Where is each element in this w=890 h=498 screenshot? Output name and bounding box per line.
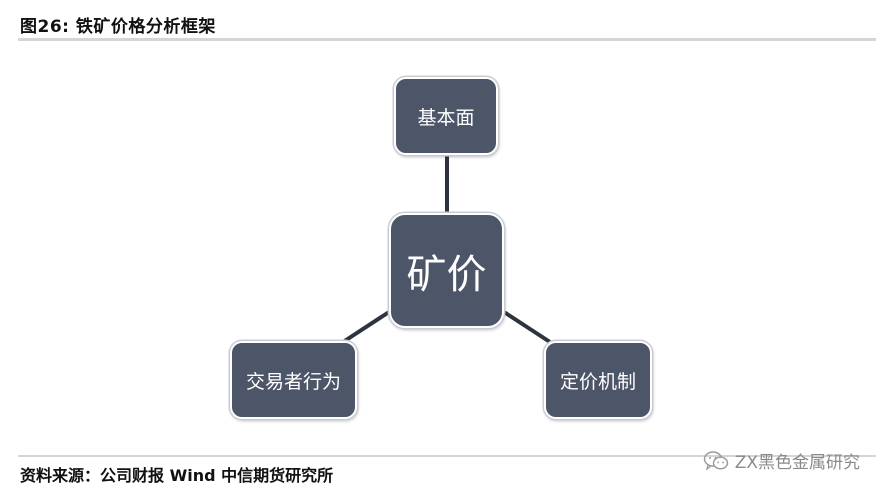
node-pricing-mechanism: 定价机制 xyxy=(544,341,652,419)
node-trader-behavior-label: 交易者行为 xyxy=(245,370,341,393)
bottom-divider xyxy=(18,455,876,457)
source-note: 资料来源：公司财报 Wind 中信期货研究所 xyxy=(20,466,334,485)
node-ore-price-label: 矿价 xyxy=(406,251,487,298)
figure-title: 图26: 铁矿价格分析框架 xyxy=(20,17,216,37)
node-pricing-mechanism-label: 定价机制 xyxy=(559,370,636,393)
watermark-text: ZX黑色金属研究 xyxy=(734,453,860,473)
watermark: ZX黑色金属研究 xyxy=(703,448,860,473)
node-fundamentals-label: 基本面 xyxy=(417,106,475,129)
node-ore-price: 矿价 xyxy=(389,213,504,328)
wechat-icon xyxy=(703,450,728,471)
node-trader-behavior: 交易者行为 xyxy=(230,341,357,419)
top-divider xyxy=(18,38,876,41)
connector-right xyxy=(502,310,555,346)
connector-left xyxy=(338,310,391,346)
node-fundamentals: 基本面 xyxy=(394,77,498,155)
